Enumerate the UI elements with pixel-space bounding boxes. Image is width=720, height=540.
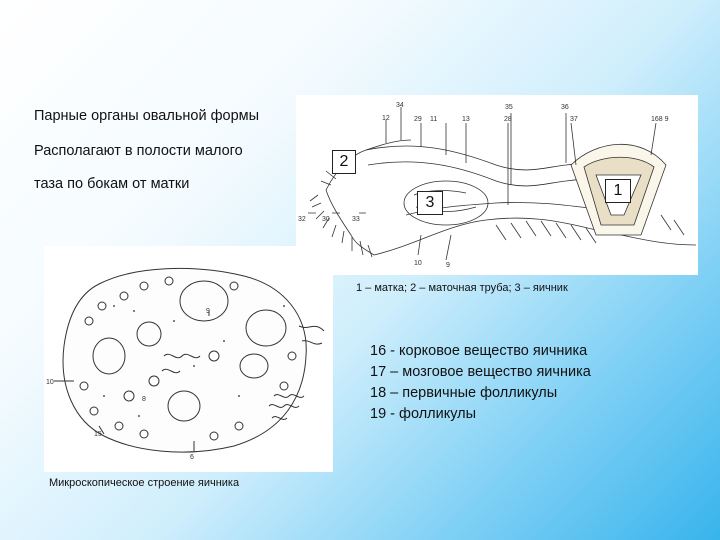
fig-number-13: 13 (462, 116, 470, 123)
fig-number-29: 29 (414, 116, 422, 123)
legend-item: 18 – первичные фолликулы (370, 385, 558, 401)
callout-1: 1 (605, 179, 631, 203)
ovary-micro-drawing: 9 10 15 6 8 (46, 267, 325, 461)
micro-figure-caption: Микроскопическое строение яичника (49, 477, 240, 489)
fig-number-37: 37 (570, 116, 578, 123)
fig-number-30: 30 (322, 216, 330, 223)
intro-line-1: Парные органы овальной формы (34, 108, 260, 124)
callout-3: 3 (417, 191, 443, 215)
intro-line-3: таза по бокам от матки (34, 176, 190, 192)
fig-number-28: 28 (504, 116, 512, 123)
uterus-ovary-drawing: 34 12 29 11 13 35 28 36 37 168 9 32 30 3… (298, 102, 697, 269)
fig-number-9: 9 (446, 262, 450, 269)
fig-number-168-9: 168 9 (651, 116, 669, 123)
fig-number-36: 36 (561, 104, 569, 111)
fig-number-12: 12 (382, 115, 390, 122)
fig-number-11: 11 (430, 116, 437, 123)
callout-2: 2 (332, 150, 356, 174)
uterus-ovary-figure: 34 12 29 11 13 35 28 36 37 168 9 32 30 3… (296, 95, 698, 275)
legend-item: 17 – мозговое вещество яичника (370, 364, 591, 380)
fig-number-10: 10 (414, 260, 422, 267)
intro-line-2: Располагают в полости малого (34, 143, 243, 159)
legend-item: 19 - фолликулы (370, 406, 477, 422)
fig-number-33: 33 (352, 216, 360, 223)
micro-number-15: 15 (94, 431, 102, 438)
micro-number-9: 9 (206, 308, 210, 315)
top-figure-caption: 1 – матка; 2 – маточная труба; 3 – яични… (356, 282, 568, 294)
fig-number-32: 32 (298, 216, 306, 223)
fig-number-34: 34 (396, 102, 404, 109)
micro-number-6: 6 (190, 454, 194, 461)
legend: 16 - корковое вещество яичника 17 – мозг… (370, 341, 591, 425)
micro-number-8: 8 (142, 396, 146, 403)
legend-item: 16 - корковое вещество яичника (370, 343, 588, 359)
ovary-micro-figure: 9 10 15 6 8 (44, 246, 333, 472)
micro-number-10: 10 (46, 379, 54, 386)
fig-number-35: 35 (505, 104, 513, 111)
